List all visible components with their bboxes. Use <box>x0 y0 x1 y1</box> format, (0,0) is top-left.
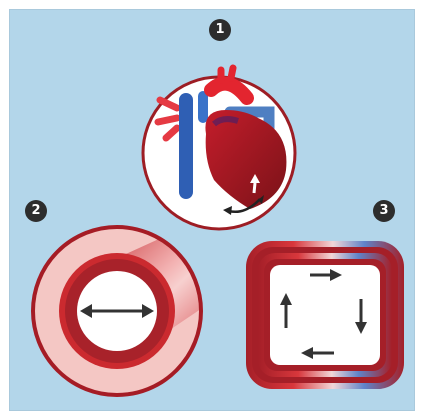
circulation-loop <box>246 241 404 389</box>
heart-illustration <box>143 68 295 229</box>
vessel-cross-section <box>33 218 235 395</box>
